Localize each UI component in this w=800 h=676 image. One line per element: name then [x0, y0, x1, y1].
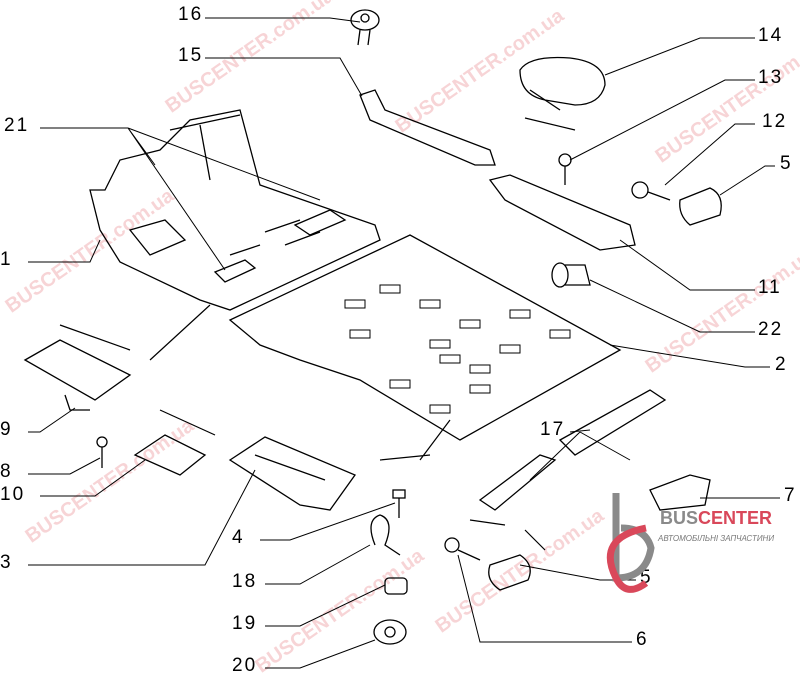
callout-18: 18: [232, 571, 258, 592]
part-2-rear-panel: [228, 234, 622, 441]
leader-lines: [28, 17, 780, 669]
callout-5-lower: 5: [640, 567, 653, 588]
part-12-screw: [631, 181, 671, 201]
callout-16: 16: [178, 4, 204, 25]
part-15-sill: [359, 89, 496, 166]
part-18-clamp: [370, 514, 401, 556]
part-19-spacer: [384, 577, 408, 595]
callout-2: 2: [775, 354, 788, 375]
part-20-nut: [373, 619, 407, 645]
buscenter-logo: BUSCENTER АВТОМОБІЛЬНІ ЗАПЧАСТИНИ: [606, 488, 796, 673]
callout-21: 21: [4, 115, 30, 136]
callout-7: 7: [784, 485, 797, 506]
part-4-bolt: [392, 489, 406, 518]
logo-title: BUSCENTER: [660, 508, 773, 528]
logo-subtitle: АВТОМОБІЛЬНІ ЗАПЧАСТИНИ: [658, 534, 775, 543]
part-13-screw: [558, 153, 572, 185]
callout-6: 6: [636, 629, 649, 650]
part-6-screw: [444, 537, 481, 561]
callout-3: 3: [0, 552, 13, 573]
part-7-cover: [649, 474, 711, 511]
part-5-cap: [679, 187, 722, 226]
part-9-cover: [23, 339, 132, 411]
callout-8: 8: [0, 461, 13, 482]
part-8-screw: [96, 436, 108, 468]
callout-19: 19: [232, 613, 258, 634]
part-17-strip: [478, 389, 667, 511]
callout-4: 4: [232, 527, 245, 548]
callout-14: 14: [758, 25, 784, 46]
part-22-plug: [551, 262, 591, 288]
callout-22: 22: [758, 319, 784, 340]
callout-17: 17: [540, 419, 566, 440]
part-3-step: [228, 436, 357, 511]
callout-9: 9: [0, 419, 13, 440]
callout-20: 20: [232, 655, 258, 676]
logo-mark: [606, 493, 655, 593]
callout-11: 11: [758, 277, 782, 298]
callout-1: 1: [0, 249, 13, 270]
callout-13: 13: [758, 67, 784, 88]
callout-10: 10: [0, 484, 26, 505]
part-10-cover: [133, 434, 207, 476]
part-14-cap: [519, 56, 606, 111]
part-16-clip: [350, 9, 380, 46]
callout-5: 5: [780, 153, 793, 174]
part-1-front-mat: [89, 109, 381, 311]
part-5-cap-lower: [488, 554, 531, 591]
callout-15: 15: [178, 45, 204, 66]
part-11-sill: [488, 174, 636, 251]
callout-12: 12: [762, 111, 788, 132]
